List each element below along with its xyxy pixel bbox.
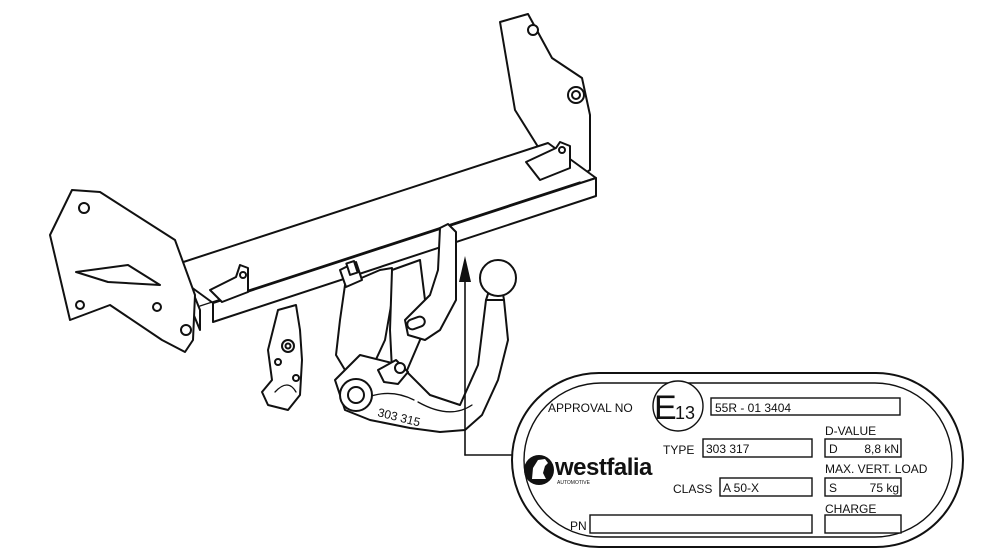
- approval-number-field: [710, 397, 901, 416]
- pn-label: PN: [570, 519, 587, 533]
- identification-plate: APPROVAL NO E 13 55R - 01 3404 D-VALUE T…: [511, 372, 964, 548]
- max-load-amount: 75 kg: [870, 481, 899, 495]
- type-value: 303 317: [706, 442, 750, 456]
- type-field: [702, 438, 813, 458]
- brand-name: westfalia: [554, 454, 653, 481]
- max-load-code: S: [829, 481, 837, 495]
- type-label: TYPE: [663, 443, 694, 457]
- class-field: [719, 477, 813, 497]
- approval-label: APPROVAL NO: [548, 401, 633, 415]
- max-vertical-load-label: MAX. VERT. LOAD: [825, 462, 928, 476]
- e-mark-number: 13: [675, 403, 695, 423]
- pn-field: [589, 514, 813, 534]
- d-value-field: [824, 438, 902, 458]
- left-mounting-bracket: [49, 189, 196, 353]
- charge-field: [824, 514, 902, 534]
- max-load-field: [824, 477, 902, 497]
- d-value-code: D: [829, 442, 838, 456]
- right-mounting-bracket: [499, 13, 591, 186]
- e-mark-letter: E: [654, 389, 677, 427]
- charge-label: CHARGE: [825, 502, 876, 516]
- d-value-label: D-VALUE: [825, 424, 876, 438]
- brand-tagline: AUTOMOTIVE: [557, 480, 591, 486]
- towball-ball: [479, 259, 517, 297]
- class-value: A 50-X: [723, 481, 759, 495]
- e-mark-circle: [652, 380, 704, 432]
- release-lever: [404, 223, 457, 341]
- brand-logo: westfalia AUTOMOTIVE: [524, 454, 654, 486]
- approval-number-value: 55R - 01 3404: [715, 401, 791, 415]
- d-value-amount: 8,8 kN: [864, 442, 899, 456]
- cross-beam: [164, 141, 597, 331]
- class-label: CLASS: [673, 482, 712, 496]
- socket-plate: [261, 304, 303, 411]
